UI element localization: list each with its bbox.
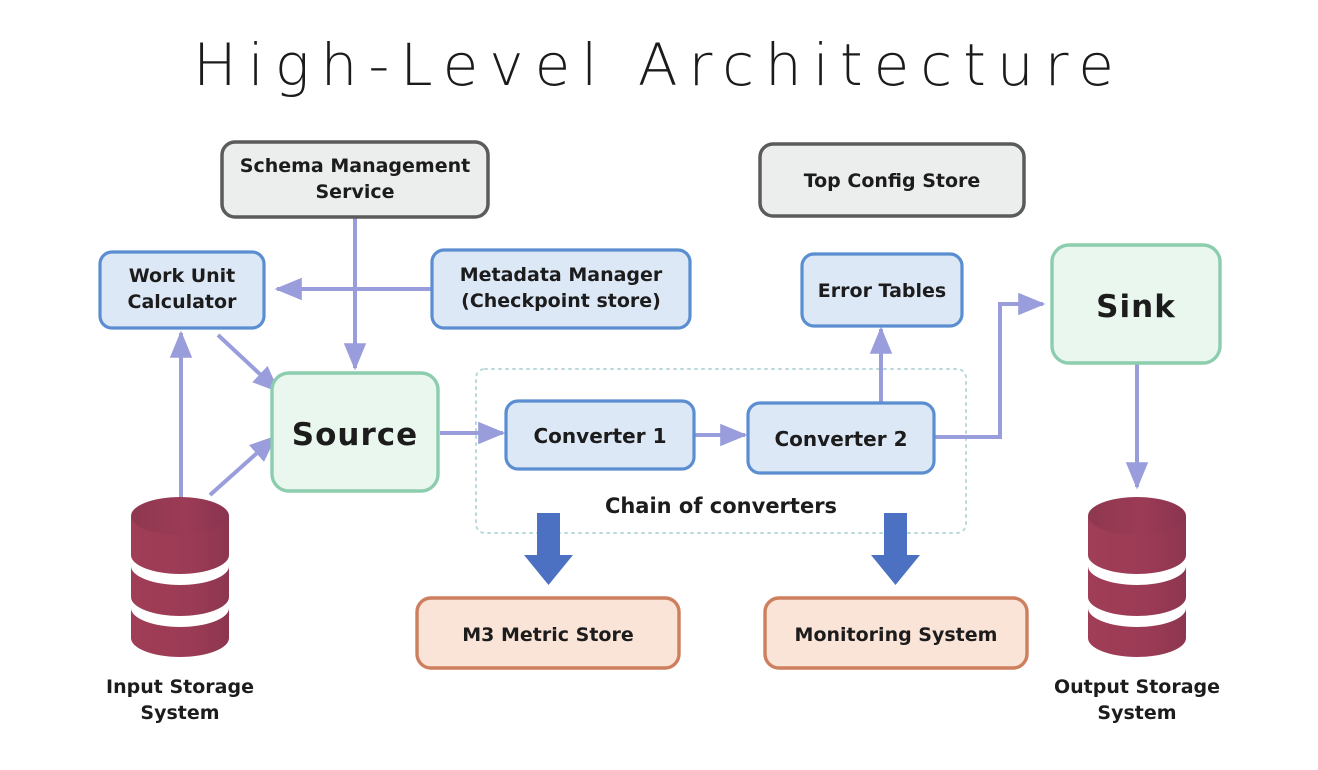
schema-management-service-label-line2: Service — [316, 181, 395, 203]
node-monitoring-system[interactable]: Monitoring System — [763, 596, 1029, 670]
node-converter-2[interactable]: Converter 2 — [746, 401, 936, 475]
node-m3-metric-store[interactable]: M3 Metric Store — [415, 596, 681, 670]
chain-of-converters-group — [475, 368, 967, 534]
work-unit-calculator-label-line2: Calculator — [128, 291, 238, 313]
monitoring-system-box[interactable] — [763, 596, 1029, 670]
chain-of-converters-caption: Chain of converters — [605, 494, 837, 518]
schema-management-service-box[interactable] — [220, 140, 490, 219]
error-tables-label: Error Tables — [818, 280, 946, 302]
input-storage-system-label-line2: System — [140, 702, 219, 724]
metadata-manager-label-line1: Metadata Manager — [460, 264, 663, 286]
edge-converter-2-to-sink — [933, 292, 1046, 439]
converter-2-label: Converter 2 — [775, 427, 908, 451]
page-title: High-Level Architecture — [193, 31, 1125, 99]
m3-metric-store-label: M3 Metric Store — [462, 624, 633, 646]
node-sink[interactable]: Sink — [1050, 243, 1222, 365]
node-input-storage-system[interactable]: Input Storage System — [106, 497, 254, 724]
node-output-storage-system[interactable]: Output Storage System — [1054, 497, 1220, 724]
edge-converter-2-to-monitoring-system — [871, 513, 920, 585]
edge-converter-1-to-m3-metric-store — [524, 513, 573, 585]
converter-2-box[interactable] — [746, 401, 936, 475]
sink-label: Sink — [1096, 289, 1176, 325]
input-storage-system-label-line1: Input Storage — [106, 676, 254, 698]
top-config-store-label: Top Config Store — [804, 170, 981, 192]
source-label: Source — [292, 417, 418, 453]
source-box[interactable] — [270, 371, 440, 493]
node-top-config-store[interactable]: Top Config Store — [758, 142, 1026, 218]
output-storage-system-label-line1: Output Storage — [1054, 676, 1220, 698]
node-metadata-manager[interactable]: Metadata Manager (Checkpoint store) — [430, 248, 692, 330]
edge-layer — [169, 217, 1149, 585]
m3-metric-store-box[interactable] — [415, 596, 681, 670]
top-config-store-box[interactable] — [758, 142, 1026, 218]
converter-1-label: Converter 1 — [534, 424, 667, 448]
node-error-tables[interactable]: Error Tables — [800, 252, 964, 328]
work-unit-calculator-box[interactable] — [98, 250, 266, 330]
error-tables-box[interactable] — [800, 252, 964, 328]
node-schema-management-service[interactable]: Schema Management Service — [220, 140, 490, 219]
edge-input-storage-to-source — [208, 435, 277, 497]
edge-work-unit-calculator-to-source — [216, 333, 280, 393]
output-storage-system-label-line2: System — [1097, 702, 1176, 724]
schema-management-service-label-line1: Schema Management — [240, 155, 470, 177]
work-unit-calculator-label-line1: Work Unit — [129, 265, 236, 287]
metadata-manager-label-line2: (Checkpoint store) — [461, 290, 661, 312]
database-icon — [131, 497, 229, 668]
node-work-unit-calculator[interactable]: Work Unit Calculator — [98, 250, 266, 330]
converter-1-box[interactable] — [504, 399, 696, 471]
node-converter-1[interactable]: Converter 1 — [504, 399, 696, 471]
sink-box[interactable] — [1050, 243, 1222, 365]
monitoring-system-label: Monitoring System — [795, 624, 998, 646]
node-source[interactable]: Source — [270, 371, 440, 493]
database-icon — [1088, 497, 1186, 668]
metadata-manager-box[interactable] — [430, 248, 692, 330]
